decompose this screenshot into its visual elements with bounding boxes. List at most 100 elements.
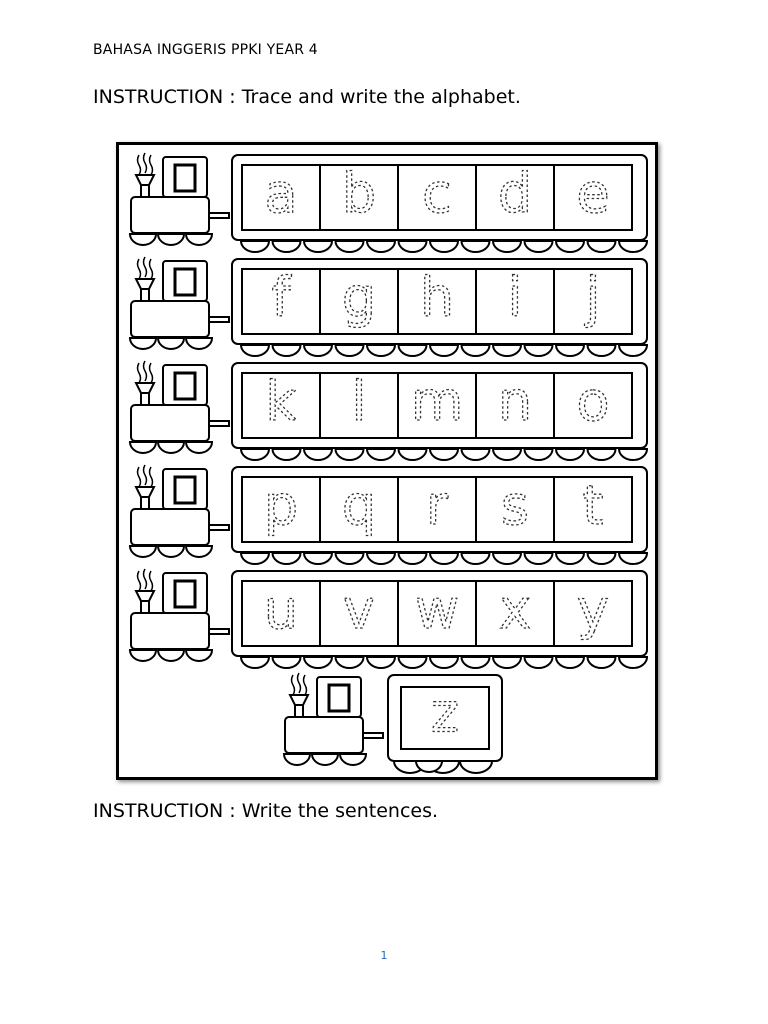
wheel-icon: [586, 240, 617, 253]
trace-letter: c: [422, 162, 452, 225]
wheel-icon: [239, 448, 271, 461]
wheel-icon: [523, 240, 554, 253]
steam-icon: [136, 258, 142, 280]
steam-icon: [136, 466, 142, 488]
steam-icon: [142, 152, 148, 174]
trace-letter: u: [264, 578, 298, 641]
wheel-icon: [491, 448, 523, 461]
chimney-icon: [134, 278, 156, 290]
trace-letter: d: [498, 162, 532, 225]
wheel-icon: [554, 552, 586, 565]
wheel-icon: [302, 240, 334, 253]
wheel-icon: [617, 656, 649, 669]
wheel-icon: [617, 552, 649, 565]
coupler: [208, 628, 230, 635]
wheel-icon: [460, 656, 491, 669]
coupler: [208, 524, 230, 531]
wheel-icon: [523, 344, 554, 357]
trace-letter: g: [342, 266, 376, 329]
wheel-icon: [334, 552, 365, 565]
trace-letter: b: [342, 162, 376, 225]
steam-icon: [302, 674, 308, 696]
letter-box: [397, 476, 477, 543]
steam-icon: [148, 362, 154, 384]
wheel-icon: [491, 240, 523, 253]
wheel-icon: [365, 448, 397, 461]
engine-body: [284, 716, 364, 754]
wheel-icon: [184, 545, 214, 558]
wheel-icon: [554, 344, 586, 357]
wheel-icon: [128, 337, 158, 350]
wheel-icon: [184, 441, 214, 454]
wheel-icon: [491, 344, 523, 357]
chimney-icon: [288, 694, 310, 706]
steam-icon: [142, 360, 148, 382]
wheel-icon: [365, 240, 397, 253]
wheel-icon: [428, 656, 460, 669]
wheel-icon: [156, 649, 186, 662]
wheel-icon: [184, 337, 214, 350]
wheel-icon: [428, 552, 460, 565]
wheel-icon: [271, 344, 302, 357]
letter-box: [397, 580, 477, 647]
wheel-icon: [397, 552, 428, 565]
letter-box: [475, 580, 555, 647]
wheel-icon: [338, 753, 368, 766]
letter-box: [319, 580, 399, 647]
wheel-icon: [184, 233, 214, 246]
wheel-icon: [156, 233, 186, 246]
wheel-icon: [617, 344, 649, 357]
wheel-icon: [334, 656, 365, 669]
engine-body: [130, 508, 210, 546]
letter-box: [241, 580, 321, 647]
steam-icon: [148, 154, 154, 176]
wheel-icon: [617, 448, 649, 461]
wheel-icon: [156, 441, 186, 454]
wheel-icon: [491, 656, 523, 669]
wheel-icon: [460, 552, 491, 565]
chimney-icon: [134, 590, 156, 602]
wheel-icon: [586, 552, 617, 565]
wheel-icon: [554, 240, 586, 253]
wheel-icon: [128, 545, 158, 558]
trace-letter: o: [576, 370, 609, 433]
wheel-icon: [334, 448, 365, 461]
wheel-icon: [458, 760, 494, 774]
wheel-icon: [523, 656, 554, 669]
steam-icon: [296, 672, 302, 694]
wheel-icon: [302, 448, 334, 461]
wheel-icon: [554, 448, 586, 461]
wheel-icon: [414, 760, 444, 773]
wheel-icon: [428, 240, 460, 253]
wheel-icon: [239, 344, 271, 357]
steam-icon: [136, 570, 142, 592]
cab-window: [173, 475, 197, 505]
trace-letter: m: [411, 370, 464, 433]
wheel-icon: [128, 233, 158, 246]
trace-letter: j: [584, 266, 600, 329]
trace-letter: h: [420, 266, 454, 329]
trace-letter: q: [342, 474, 376, 537]
letter-box: [553, 164, 633, 231]
chimney-icon: [134, 382, 156, 394]
wheel-icon: [334, 240, 365, 253]
wheel-icon: [586, 448, 617, 461]
trace-letter: e: [576, 162, 609, 225]
letter-box: [241, 476, 321, 543]
engine-body: [130, 196, 210, 234]
steam-icon: [290, 674, 296, 696]
train-row-z: z: [282, 672, 503, 774]
cab-window: [327, 683, 351, 713]
wheel-icon: [302, 656, 334, 669]
steam-icon: [142, 464, 148, 486]
cab-window: [173, 163, 197, 193]
wheel-icon: [271, 448, 302, 461]
wheel-icon: [156, 337, 186, 350]
trace-letter: s: [501, 474, 529, 537]
steam-icon: [136, 154, 142, 176]
wheel-icon: [554, 656, 586, 669]
